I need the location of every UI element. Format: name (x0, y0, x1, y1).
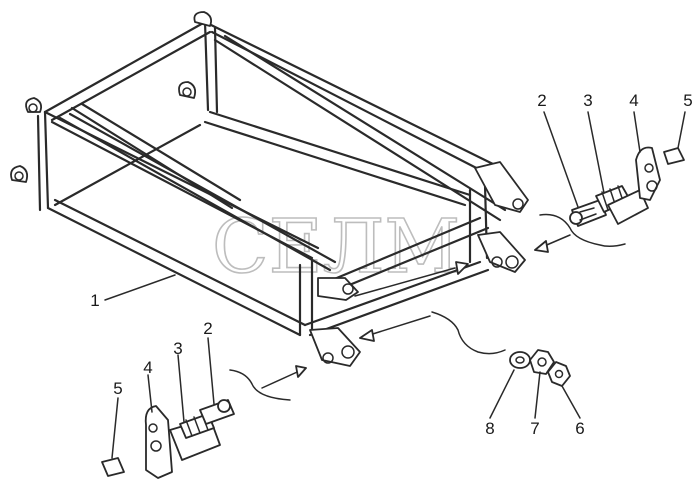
middle-clevis-lug (477, 231, 526, 273)
callout-right-3: 3 (583, 91, 592, 110)
callout-washer-7: 7 (530, 419, 539, 438)
washer-set (509, 349, 571, 387)
callout-left-5: 5 (113, 379, 122, 398)
right-pin-assembly (569, 146, 685, 227)
frame-top-back-rail (203, 20, 497, 167)
frame-clevis-lugs (309, 161, 529, 367)
upper-clevis-lug (474, 161, 529, 213)
left-cap-5 (101, 457, 125, 477)
frame-left-post (43, 110, 50, 210)
frame-diagonal-brace-1 (213, 38, 502, 222)
callout-left-4: 4 (143, 358, 152, 377)
watermark-text: СЕЛМ (212, 204, 460, 290)
assembly-arrows (229, 213, 626, 401)
callout-washer-8: 8 (485, 419, 494, 438)
washer-6 (547, 361, 571, 387)
right-handle-4 (635, 146, 661, 201)
washer-8 (509, 351, 531, 369)
callout-right-2: 2 (537, 91, 546, 110)
left-pin-assembly (101, 399, 235, 479)
upper-left-hook (25, 97, 43, 113)
callout-left-2: 2 (203, 319, 212, 338)
frame-top-left-rail (43, 20, 207, 114)
top-hook (193, 11, 213, 27)
right-body (607, 189, 649, 225)
frame-diagonal-brace-2 (58, 116, 332, 272)
frame-bottom-front-rail (46, 206, 302, 337)
frame-hook-brackets (10, 11, 213, 183)
callout-frame: 1 (90, 291, 99, 310)
callout-right-5: 5 (683, 91, 692, 110)
callout-left-3: 3 (173, 339, 182, 358)
right-cap-5 (663, 147, 685, 165)
washer-7 (529, 349, 555, 375)
callout-washer-6: 6 (575, 419, 584, 438)
callout-labels: 1 2 3 4 5 2 3 4 5 8 7 6 (90, 91, 692, 438)
callout-right-4: 4 (629, 91, 638, 110)
leader-lines (104, 111, 686, 459)
